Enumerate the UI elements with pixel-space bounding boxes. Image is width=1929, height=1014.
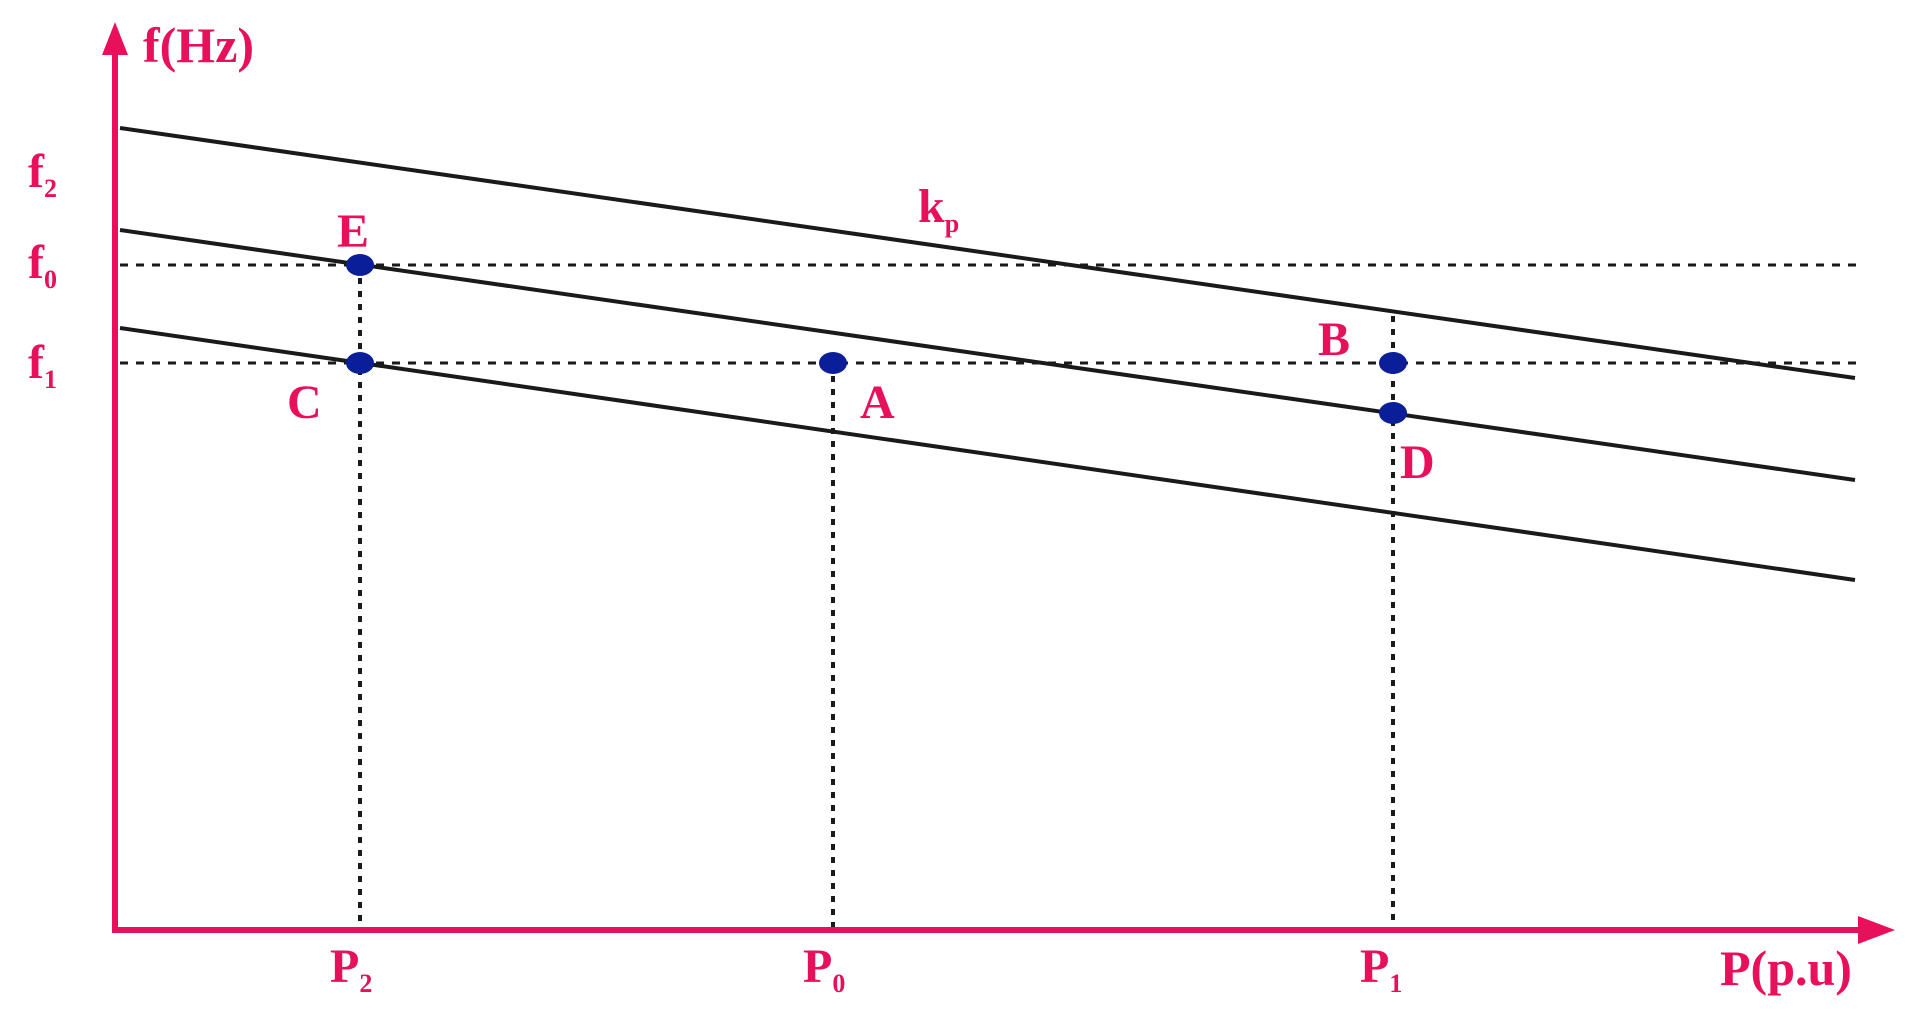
point-C-label: C xyxy=(287,376,322,429)
point-B-label: B xyxy=(1318,313,1350,366)
droop-line-middle xyxy=(119,228,1856,482)
point-B-marker xyxy=(1379,352,1407,374)
tick-f1: f1 xyxy=(28,336,57,394)
x-axis-title: P(p.u) xyxy=(1720,940,1852,996)
droop-line-upper xyxy=(119,126,1856,380)
x-axis-arrow xyxy=(1858,916,1895,944)
tick-f2: f2 xyxy=(28,145,57,203)
y-axis-arrow xyxy=(102,22,128,55)
tick-P1: P1 xyxy=(1360,940,1402,998)
point-A-marker xyxy=(819,352,847,374)
tick-P2: P2 xyxy=(330,940,372,998)
droop-coefficient-label: kp xyxy=(918,180,959,238)
point-E-marker xyxy=(346,254,374,276)
point-E-label: E xyxy=(337,205,369,258)
point-A-label: A xyxy=(860,376,895,429)
point-D-marker xyxy=(1379,402,1407,424)
droop-line-lower xyxy=(119,326,1856,582)
tick-P0: P0 xyxy=(803,940,845,998)
point-C-marker xyxy=(346,352,374,374)
point-D-label: D xyxy=(1400,436,1435,489)
y-axis-title: f(Hz) xyxy=(143,17,254,73)
tick-f0: f0 xyxy=(28,236,57,294)
